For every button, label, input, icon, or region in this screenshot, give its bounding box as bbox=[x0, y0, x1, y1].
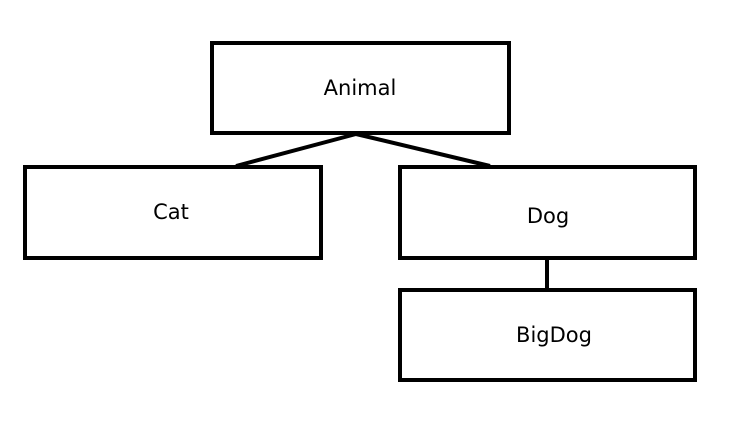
node-dog-box bbox=[398, 165, 697, 260]
node-animal: Animal bbox=[210, 41, 511, 135]
node-cat-box bbox=[23, 165, 323, 260]
node-dog: Dog bbox=[398, 165, 697, 260]
node-cat: Cat bbox=[23, 165, 323, 260]
node-animal-label: Animal bbox=[324, 76, 397, 100]
node-bigdog-box bbox=[398, 288, 697, 382]
edge-animal-cat bbox=[235, 132, 357, 168]
node-bigdog: BigDog bbox=[398, 288, 697, 382]
node-cat-label: Cat bbox=[153, 200, 189, 224]
edge-animal-dog bbox=[355, 132, 491, 168]
node-animal-box bbox=[210, 41, 511, 135]
node-bigdog-label: BigDog bbox=[516, 323, 592, 347]
node-dog-label: Dog bbox=[527, 204, 569, 228]
